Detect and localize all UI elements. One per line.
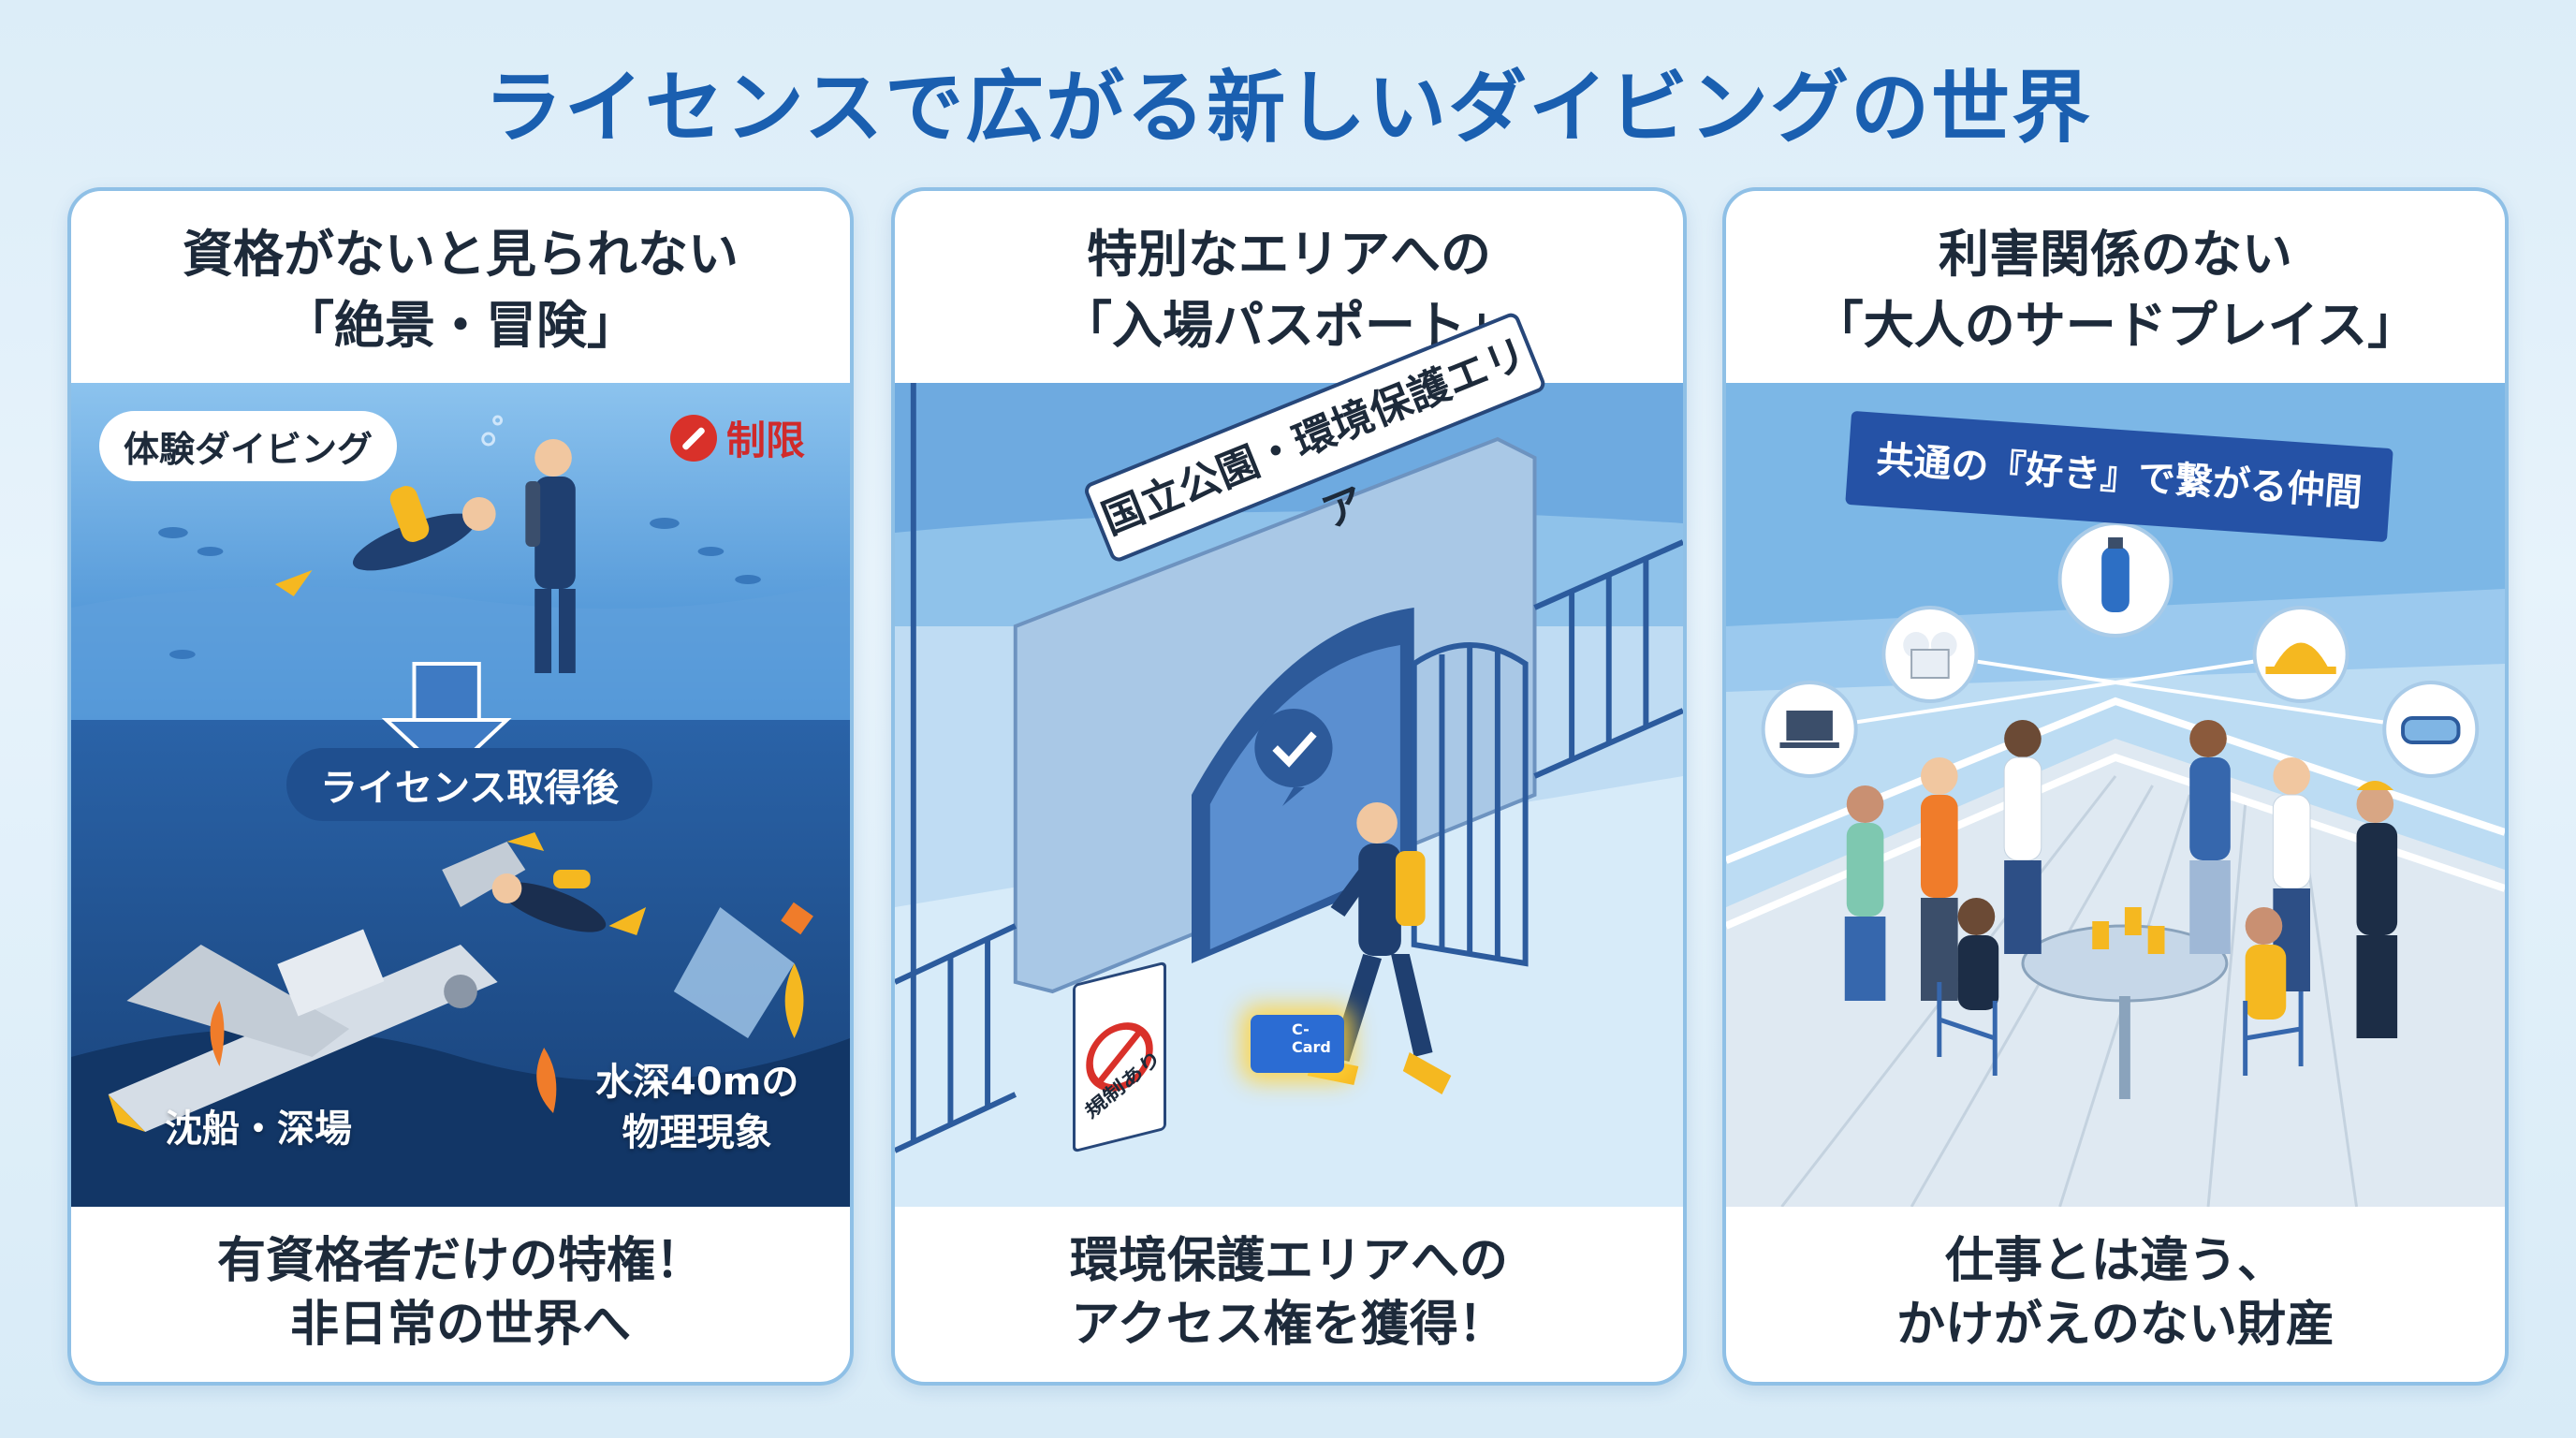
- panel-caption-line1: 環境保護エリアへの: [1069, 1233, 1508, 1289]
- laptop-icon: [1761, 681, 1858, 778]
- regulation-sign: 規制あり: [1073, 961, 1166, 1153]
- diver-trainee: [274, 486, 496, 596]
- people-group: [1844, 720, 2398, 1038]
- panel-caption-line2: 非日常の世界へ: [289, 1297, 631, 1353]
- wreck-label: 沈船・深場: [165, 1108, 352, 1151]
- panel-heading-line1: 特別なエリアへの: [1087, 225, 1491, 284]
- panel-header: 資格がないと見られない 「絶景・冒険」: [71, 191, 850, 383]
- panel-footer: 環境保護エリアへの アクセス権を獲得！: [895, 1199, 1683, 1382]
- panel-caption-line2: アクセス権を獲得！: [1071, 1297, 1507, 1353]
- dive-mask-icon: [2382, 681, 2480, 778]
- depth-label-line2: 物理現象: [622, 1111, 772, 1154]
- diver-instructor: [525, 439, 576, 673]
- scene-diving-illustration: 体験ダイビング 制限 ライセンス取得後 沈船・深場 水深40mの 物理現象: [71, 383, 850, 1207]
- chef-hat-icon: [1881, 606, 1979, 703]
- panel-header: 特別なエリアへの 「入場パスポート」: [895, 191, 1683, 383]
- panel-heading-line1: 資格がないと見られない: [183, 225, 739, 284]
- panel-heading-line2: 「入場パスポート」: [1061, 296, 1516, 355]
- no-entry-icon: [1086, 1022, 1153, 1092]
- page-title: ライセンスで広がる新しいダイビングの世界: [483, 62, 2093, 154]
- round-table: [2021, 907, 2229, 1099]
- restriction-label: 制限: [726, 418, 806, 463]
- airplane-wreck: [108, 832, 545, 1132]
- c-card: C-Card: [1251, 1015, 1344, 1073]
- gate-door: [1411, 642, 1529, 967]
- panel-caption-line1: 仕事とは違う、: [1944, 1233, 2286, 1289]
- panel-third-place: 利害関係のない 「大人のサードプレイス」: [1722, 187, 2509, 1386]
- scuba-tank-icon: [2057, 521, 2174, 638]
- depth-label: 水深40mの 物理現象: [595, 1057, 798, 1158]
- panel-heading-line2: 「大人のサードプレイス」: [1812, 296, 2419, 355]
- panel-caption-line1: 有資格者だけの特権！: [216, 1233, 704, 1289]
- panel-entry-passport: 特別なエリアへの 「入場パスポート」: [891, 187, 1687, 1386]
- panel-caption-line2: かけがえのない財産: [1895, 1297, 2334, 1353]
- panel-exclusive-scenery: 資格がないと見られない 「絶景・冒険」: [67, 187, 854, 1386]
- hard-hat-icon: [2252, 606, 2349, 703]
- ocean-illustration: [71, 383, 850, 1207]
- scene-friends-illustration: 共通の『好き』で繋がる仲間: [1726, 383, 2505, 1207]
- panel-footer: 有資格者だけの特権！ 非日常の世界へ: [71, 1199, 850, 1382]
- gate-illustration: [895, 383, 1683, 1207]
- trial-diving-tag: 体験ダイビング: [99, 411, 398, 481]
- depth-label-line1: 水深40mの: [595, 1061, 799, 1104]
- panel-footer: 仕事とは違う、 かけがえのない財産: [1726, 1199, 2505, 1382]
- after-license-badge: ライセンス取得後: [286, 748, 653, 821]
- fence-right: [1533, 539, 1683, 779]
- plastic-bottle: [673, 902, 813, 1038]
- checkmark-icon: [1254, 709, 1333, 806]
- panel-heading-line1: 利害関係のない: [1939, 225, 2292, 284]
- panel-heading-line2: 「絶景・冒険」: [284, 296, 637, 355]
- scene-gate-illustration: 国立公園・環境保護エリア 規制あり C-Card: [895, 310, 1683, 1207]
- diver-deep: [491, 870, 647, 935]
- restriction-tag: 制限: [670, 409, 805, 466]
- fence-left: [895, 383, 1017, 1153]
- panel-header: 利害関係のない 「大人のサードプレイス」: [1726, 191, 2505, 383]
- no-entry-icon: [670, 414, 717, 462]
